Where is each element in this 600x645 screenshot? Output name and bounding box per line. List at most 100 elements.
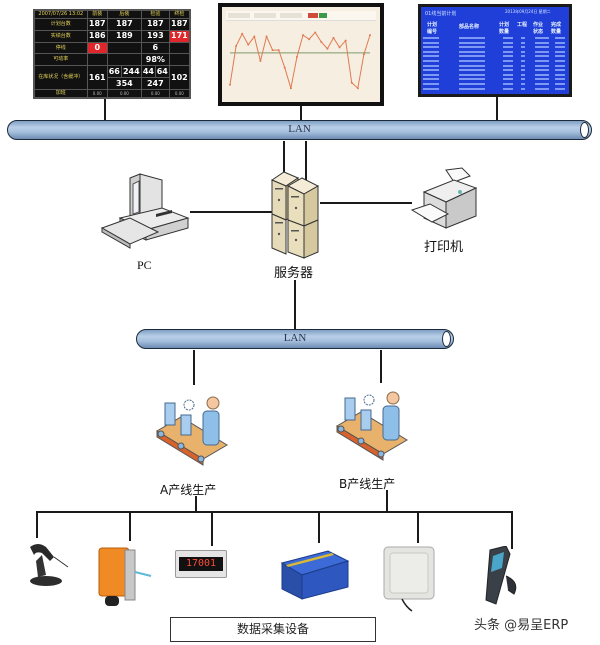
plan-board-title: 01线当前计划 xyxy=(425,11,457,17)
connector-line xyxy=(190,211,272,213)
dashboard-cell: 189 xyxy=(106,29,142,43)
dashboard-cell: 161 xyxy=(86,65,108,91)
line-a-label: A产线生产 xyxy=(160,483,217,497)
rfid-reader-icon xyxy=(280,550,350,600)
dashboard-cell: 193 xyxy=(140,29,170,43)
data-point xyxy=(308,38,311,41)
connector-line xyxy=(417,511,419,543)
dashboard-table: 2007/07/26 13:02 前装 后装 检验 终检 计划台数 187 18… xyxy=(34,10,191,98)
connector-line xyxy=(193,350,195,385)
dashboard-cell: 187 xyxy=(168,17,191,31)
dashboard-col-header: 前装 xyxy=(86,10,108,19)
plan-row xyxy=(423,60,567,63)
data-point xyxy=(253,35,256,38)
connector-line xyxy=(380,350,382,383)
pc-label: PC xyxy=(137,258,152,272)
data-point xyxy=(314,31,317,34)
plan-col-header: 工程 xyxy=(517,22,528,28)
plan-row xyxy=(423,73,567,77)
watermark-text: 头条 @易呈ERP xyxy=(474,618,569,633)
counter-display: 17001 xyxy=(179,557,223,571)
dashboard-row-label: 在库状况（含缓冲） xyxy=(34,65,88,91)
devices-caption-box: 数据采集设备 xyxy=(170,617,376,642)
plan-row xyxy=(423,41,567,45)
connector-line xyxy=(283,141,285,174)
production-line-a-icon xyxy=(156,396,228,466)
data-point xyxy=(320,40,323,43)
barcode-scanner-icon xyxy=(30,544,69,586)
dashboard-cell xyxy=(168,41,191,55)
pc-icon xyxy=(100,173,190,249)
plan-row xyxy=(423,78,567,81)
plan-row xyxy=(423,64,567,68)
connector-line xyxy=(300,106,302,120)
connector-line xyxy=(386,490,388,512)
plan-row xyxy=(423,55,567,58)
dashboard-cell: 0.00 xyxy=(168,89,191,98)
data-point xyxy=(229,83,231,86)
data-point xyxy=(289,87,292,90)
data-point xyxy=(369,34,371,37)
dashboard-cell: 98% xyxy=(140,53,170,67)
plan-row xyxy=(423,69,567,72)
dashboard-col-header: 检验 xyxy=(140,10,170,19)
device-bus-line xyxy=(36,511,512,513)
connector-line xyxy=(320,202,412,204)
chart-header-bar xyxy=(226,11,376,21)
dashboard-cell: 244 xyxy=(120,65,142,79)
digital-counter-icon: 17001 xyxy=(175,550,227,578)
dashboard-cell xyxy=(168,53,191,67)
top-lan-label: LAN xyxy=(288,123,311,135)
dashboard-datetime: 2007/07/26 13:02 xyxy=(34,10,88,19)
dashboard-cell: 186 xyxy=(86,29,108,43)
connector-line xyxy=(294,280,296,330)
data-point xyxy=(326,47,329,50)
dashboard-cell: 247 xyxy=(140,77,170,91)
plan-row xyxy=(423,37,567,40)
connector-line xyxy=(496,97,498,120)
plan-col-header: 完成数量 xyxy=(551,22,562,35)
dashboard-cell: 0.00 xyxy=(140,89,170,98)
dashboard-cell: 66 xyxy=(106,65,122,79)
server-icon xyxy=(270,171,320,259)
data-point xyxy=(350,81,353,84)
connector-line xyxy=(318,511,320,543)
dashboard-cell: 44 xyxy=(140,65,156,79)
data-point xyxy=(247,43,250,46)
bottom-lan-label: LAN xyxy=(283,332,307,344)
dashboard-cell xyxy=(106,41,142,55)
rfid-antenna-icon xyxy=(383,546,435,612)
dashboard-row-label: 停线 xyxy=(34,41,88,55)
data-point xyxy=(302,34,305,37)
plan-row xyxy=(423,46,567,49)
dashboard-cell: 187 xyxy=(106,17,142,31)
connector-line xyxy=(36,511,38,538)
dashboard-row-label: 计划台数 xyxy=(34,17,88,31)
plan-row xyxy=(423,83,567,86)
dashboard-col-header: 后装 xyxy=(106,10,142,19)
dashboard-col-header: 终检 xyxy=(168,10,191,19)
connector-line xyxy=(511,511,513,549)
photoelectric-sensor-icon xyxy=(98,547,152,606)
line-chart xyxy=(229,31,371,90)
plan-display-screen: 01线当前计划 2013年09月24日 星期二 计划编号 部品名称 计划数量 工… xyxy=(421,7,569,94)
printer-label: 打印机 xyxy=(424,240,464,255)
data-point xyxy=(265,35,268,38)
chart-monitor-screen xyxy=(222,7,380,102)
plan-col-header: 计划数量 xyxy=(499,22,510,35)
printer-icon xyxy=(410,167,478,229)
handheld-terminal-icon xyxy=(485,546,517,605)
data-point xyxy=(235,45,238,48)
dashboard-row-label: 实绩台数 xyxy=(34,29,88,43)
plan-row xyxy=(423,87,567,91)
dashboard-cell xyxy=(86,53,108,67)
connector-line xyxy=(195,496,197,512)
dashboard-cell: 102 xyxy=(168,65,191,91)
dashboard-cell xyxy=(106,53,142,67)
data-point xyxy=(271,49,274,52)
plan-board-datetime: 2013年09月24日 星期二 xyxy=(505,9,551,14)
bottom-lan-bus: LAN xyxy=(136,329,454,349)
dashboard-cell: 0.00 xyxy=(106,89,142,98)
pipe-end-cap xyxy=(580,122,589,138)
server-label: 服务器 xyxy=(274,266,314,281)
